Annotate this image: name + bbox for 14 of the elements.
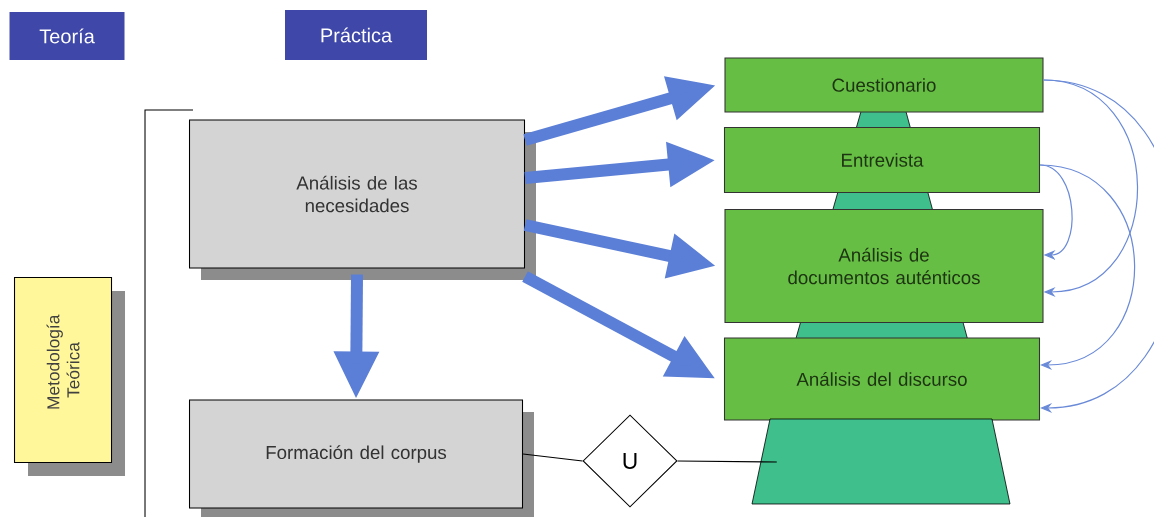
method-box: Análisis de documentos auténticos [724,208,1044,324]
pyramid-base [751,418,1011,505]
heading-tab: Práctica [285,10,427,60]
method-box: Cuestionario [724,57,1044,113]
method-box: Entrevista [723,126,1041,194]
curved-line [522,453,584,462]
heading-tab: Teoría [9,12,125,60]
process-box: Análisis de las necesidades [188,119,536,280]
side-label-box: Metodología Teórica [13,276,125,476]
curved-arrow [1039,164,1136,371]
method-box: Análisis del discurso [723,337,1041,421]
curved-line [676,460,778,463]
curved-arrow [1042,79,1139,298]
process-box: Formación del corpus [188,399,534,517]
